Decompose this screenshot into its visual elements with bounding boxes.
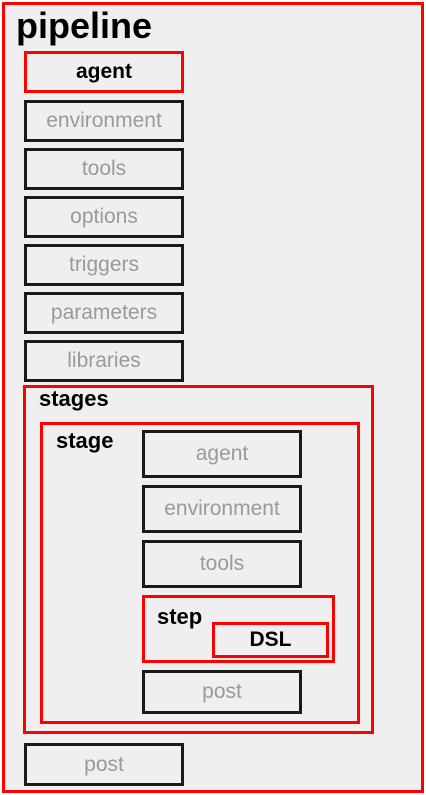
dsl-box: DSL bbox=[212, 622, 329, 658]
agent-box: agent bbox=[24, 51, 184, 93]
post-box: post bbox=[24, 743, 184, 786]
stage-label: stage bbox=[56, 428, 114, 453]
step-label: step bbox=[157, 604, 203, 629]
environment-box: environment bbox=[24, 100, 184, 142]
stage-environment-box: environment bbox=[142, 485, 302, 533]
stage-tools-box: tools bbox=[142, 540, 302, 588]
triggers-box: triggers bbox=[24, 244, 184, 286]
stage-post-box: post bbox=[142, 670, 302, 714]
pipeline-title: pipeline bbox=[16, 5, 153, 46]
stage-agent-box: agent bbox=[142, 430, 302, 478]
options-box: options bbox=[24, 196, 184, 238]
tools-box: tools bbox=[24, 148, 184, 190]
stages-label: stages bbox=[39, 386, 109, 411]
parameters-box: parameters bbox=[24, 292, 184, 334]
libraries-box: libraries bbox=[24, 340, 184, 382]
